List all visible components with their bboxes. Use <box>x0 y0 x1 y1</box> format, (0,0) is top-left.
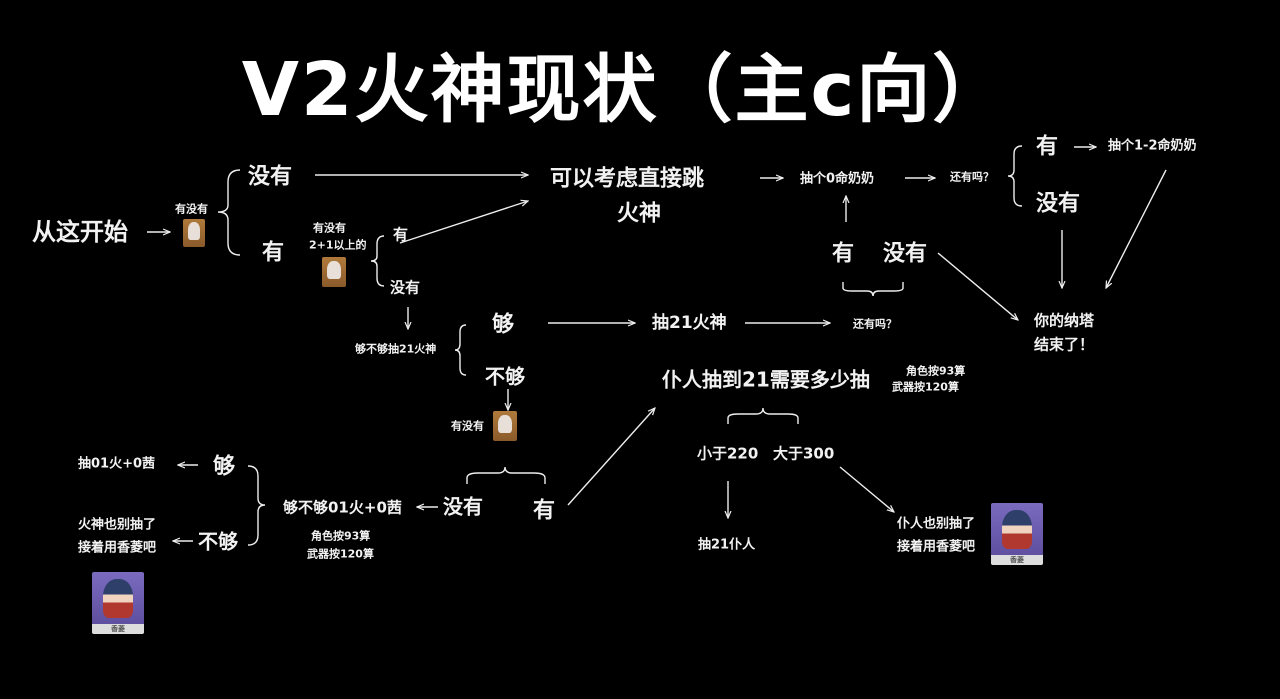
branch-yes: 有 <box>533 498 556 524</box>
xiangling-portrait: 香菱 <box>92 572 144 634</box>
branch-no: 没有 <box>443 494 483 519</box>
result-node: 仆人也别抽了 <box>897 516 976 532</box>
branch-no: 没有 <box>1036 191 1081 217</box>
result-node: 抽01火+0茜 <box>78 456 156 472</box>
branch-no: 没有 <box>390 278 421 297</box>
character-portrait <box>493 411 517 441</box>
note: 角色按93算 <box>311 529 371 543</box>
character-portrait <box>322 257 346 287</box>
arrow <box>1106 169 1167 288</box>
arrow <box>399 201 528 244</box>
result-node: 抽21火神 <box>652 313 727 334</box>
branch-not-enough: 不够 <box>485 364 525 389</box>
brace <box>727 407 799 424</box>
question-label: 2+1以上的 <box>309 238 367 252</box>
branch-less-220: 小于220 <box>697 444 759 463</box>
page-title: V2火神现状（主c向） <box>241 47 1009 133</box>
branch-yes: 有 <box>393 225 409 244</box>
note: 角色按93算 <box>906 364 966 378</box>
start-node: 从这开始 <box>32 218 128 247</box>
xiangling-portrait: 香菱 <box>991 503 1043 565</box>
question-label: 够不够抽21火神 <box>355 342 437 356</box>
branch-not-enough: 不够 <box>198 529 238 554</box>
brace <box>454 324 467 376</box>
brace <box>370 235 385 287</box>
branch-no: 没有 <box>883 241 928 267</box>
brace <box>842 282 904 297</box>
question-label: 还有吗？ <box>853 317 897 331</box>
branch-more-300: 大于300 <box>773 444 835 463</box>
character-portrait <box>183 219 205 247</box>
branch-yes: 有 <box>832 241 855 267</box>
result-node: 接着用香菱吧 <box>78 540 157 556</box>
brace <box>1007 145 1023 207</box>
brace <box>466 466 546 484</box>
branch-enough: 够 <box>213 454 236 480</box>
end-node: 结束了！ <box>1034 335 1095 354</box>
question-label: 有没有 <box>313 221 346 235</box>
note: 武器按120算 <box>892 380 959 394</box>
result-node: 火神也别抽了 <box>78 517 157 533</box>
branch-yes: 有 <box>262 240 285 266</box>
question-node: 仆人抽到21需要多少抽 <box>662 367 870 392</box>
result-node: 抽个0命奶奶 <box>800 171 875 187</box>
question-node: 够不够01火+0茜 <box>283 498 402 517</box>
brace <box>217 169 241 256</box>
arrow <box>567 408 655 506</box>
result-node: 抽个1-2命奶奶 <box>1108 138 1197 154</box>
result-node: 抽21仆人 <box>698 537 756 553</box>
result-node: 接着用香菱吧 <box>897 539 976 555</box>
question-label: 还有吗？ <box>950 170 994 184</box>
result-node: 可以考虑直接跳 <box>550 166 705 192</box>
branch-enough: 够 <box>492 312 515 338</box>
arrow <box>937 252 1018 320</box>
note: 武器按120算 <box>307 547 374 561</box>
branch-yes: 有 <box>1036 134 1059 160</box>
question-label: 有没有 <box>451 419 484 433</box>
result-node: 火神 <box>617 201 662 227</box>
end-node: 你的纳塔 <box>1034 311 1095 330</box>
arrow <box>839 466 894 512</box>
question-label: 有没有 <box>175 202 208 216</box>
branch-no: 没有 <box>248 164 293 190</box>
brace <box>247 465 266 546</box>
